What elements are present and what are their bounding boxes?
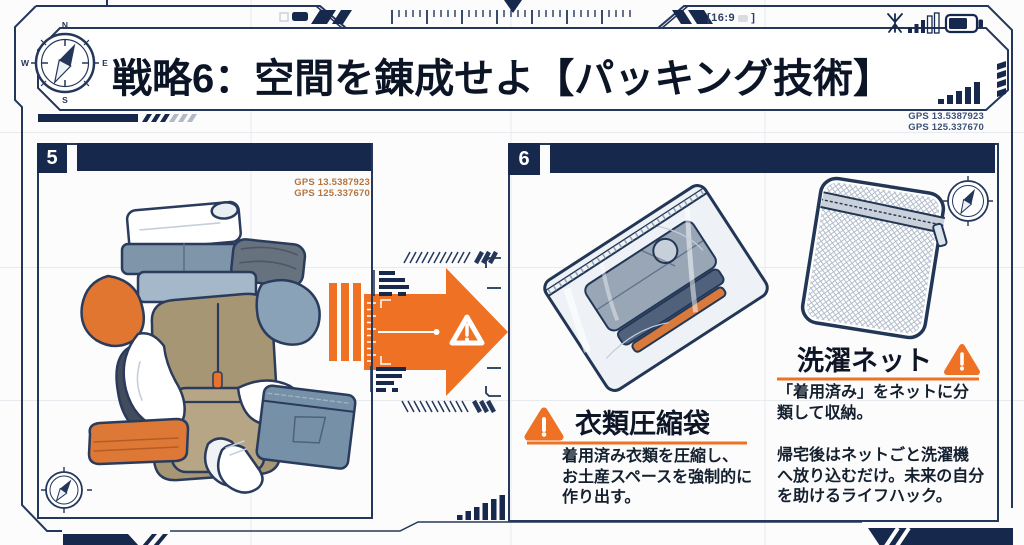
antenna-icon [887, 13, 903, 33]
subheader-bar [38, 114, 197, 122]
battery-icon [944, 13, 983, 34]
edge-dash-stack [997, 61, 1006, 97]
aspect-open: [16:9 [707, 12, 736, 24]
laundry-body-bottom: 帰宅後はネットごと洗濯機 へ放り込むだけ。未来の自分 を助けるライフハック。 [777, 447, 985, 505]
laundry-body-top: 「着用済み」をネットに分 類して収納。 [777, 384, 970, 422]
compression-heading: 衣類圧縮袋 [575, 409, 710, 439]
aspect-chip-icon [738, 14, 749, 22]
laundry-warning-icon [944, 344, 980, 375]
bottom-signal-bars [457, 495, 505, 520]
compression-warning-icon [524, 407, 564, 441]
compression-body: 着用済み衣類を圧縮し、 お土産スペースを強制的に 作り出す。 [562, 448, 753, 506]
gps-line: GPS 125.337670 [294, 188, 370, 199]
arrow-connector [329, 268, 508, 396]
right-panel-number-label: 6 [518, 147, 530, 170]
aspect-ratio-badge: [16:9 ] [707, 12, 755, 24]
left-panel-number-label: 5 [46, 146, 58, 169]
signal-bars-icon [908, 12, 940, 34]
ruler-center-pointer [504, 0, 522, 13]
ruler [391, 10, 631, 24]
svg-text:W: W [21, 58, 30, 68]
right-panel-number: 6 [508, 143, 540, 175]
bottom-left-bar [63, 534, 168, 545]
ruler-flank-decor [311, 10, 713, 24]
left-panel-number: 5 [37, 143, 67, 173]
corner-brackets [485, 257, 501, 397]
compass-icon: N S W E [21, 20, 108, 105]
left-panel-header-bar [77, 143, 371, 171]
rec-icon [292, 12, 308, 21]
hatch-marks [401, 250, 498, 414]
cam-icon [279, 12, 289, 22]
right-panel-header-bar [550, 143, 995, 173]
gps-readout-right: GPS 13.5387923 GPS 125.337670 [908, 111, 984, 133]
gps-readout-left: GPS 13.5387923 GPS 125.337670 [294, 177, 370, 199]
aspect-close: ] [751, 12, 756, 24]
rec-icons [279, 12, 308, 22]
gps-line: GPS 13.5387923 [908, 111, 984, 122]
header-signal-bars [938, 82, 980, 104]
gps-line: GPS 13.5387923 [294, 177, 370, 188]
left-panel [37, 143, 373, 519]
clothes-pile-illustration [80, 200, 357, 494]
laundry-net-illustration [800, 176, 949, 340]
compression-bag-illustration [543, 184, 769, 392]
page-title: 戦略6：空間を錬成せよ【パッキング技術】 [112, 57, 894, 101]
compass-icon [41, 467, 92, 513]
bottom-right-bar [868, 526, 1013, 545]
svg-text:N: N [62, 20, 68, 30]
svg-text:E: E [102, 58, 108, 68]
svg-text:S: S [62, 95, 68, 105]
compass-icon [943, 176, 993, 226]
laundry-heading: 洗濯ネット [797, 346, 932, 376]
gps-line: GPS 125.337670 [908, 122, 984, 133]
